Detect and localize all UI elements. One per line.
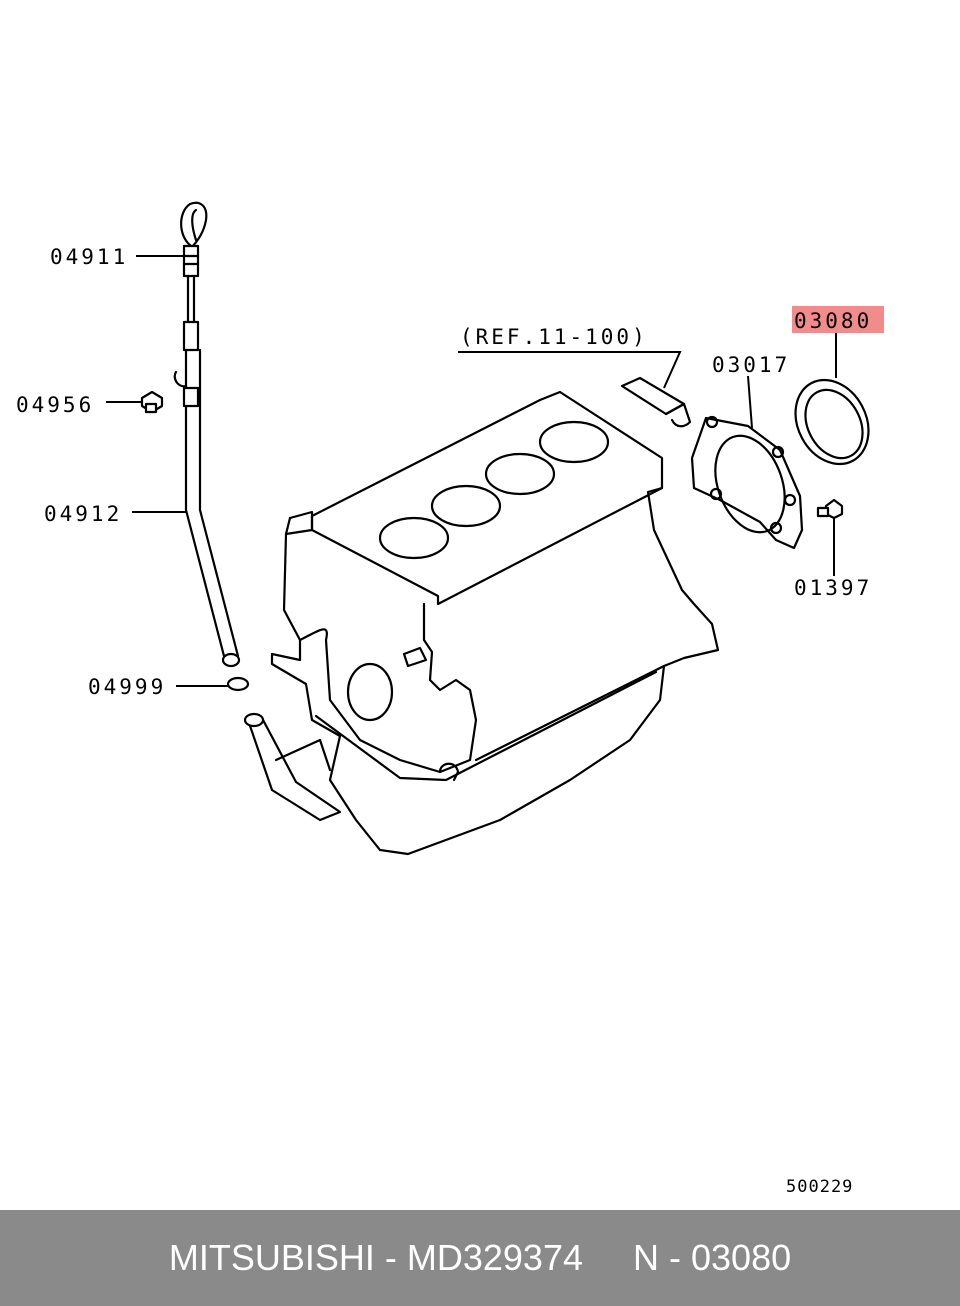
leader-lines: [106, 255, 837, 687]
ref-sensor: [620, 376, 692, 428]
label-04911: 04911: [50, 245, 128, 269]
engine-block: [270, 390, 720, 856]
label-ref: (REF.11-100): [460, 325, 648, 349]
rear-oil-seal: [794, 378, 870, 466]
dipstick: [180, 201, 208, 352]
parts-diagram: 04911 04956 04912 04999 (REF.11-100) 030…: [16, 201, 884, 1197]
label-03080: 03080: [794, 309, 872, 333]
o-ring-04999: [226, 676, 250, 692]
footer-bar: MITSUBISHI - MD329374 N - 03080: [0, 1210, 960, 1306]
diagram-code: 500229: [786, 1177, 853, 1197]
footer-text: MITSUBISHI - MD329374 N - 03080: [168, 1237, 792, 1278]
oil-pipe: [243, 712, 342, 822]
label-04912: 04912: [44, 502, 122, 526]
label-04999: 04999: [88, 675, 166, 699]
label-03017: 03017: [712, 353, 790, 377]
dipstick-guide-tube: [173, 348, 241, 668]
rear-oil-seal-case: [690, 415, 804, 550]
label-04956: 04956: [16, 393, 94, 417]
bolt-01397: [816, 498, 844, 520]
label-01397: 01397: [794, 576, 872, 600]
highlight-box: [792, 306, 884, 333]
bolt-04956: [140, 390, 164, 414]
